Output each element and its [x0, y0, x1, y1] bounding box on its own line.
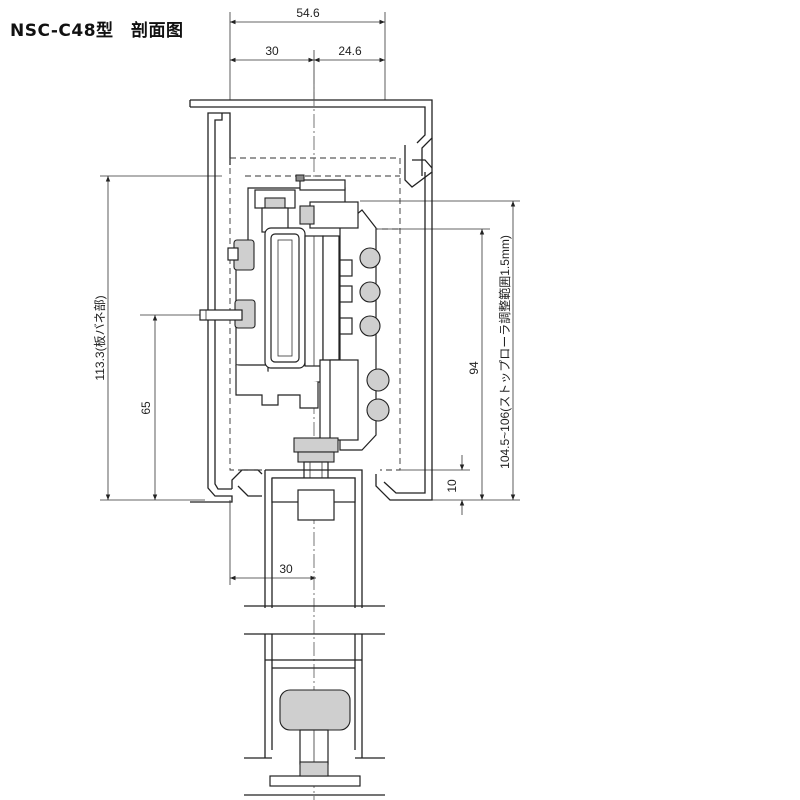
dim-94: 94 [467, 361, 481, 375]
dim-bottom-30: 30 [279, 562, 293, 576]
door-lower [244, 634, 385, 796]
right-dimensions: 104.5~106(ストップローラ調整範囲1.5mm) 94 10 [360, 200, 520, 515]
dim-10: 10 [445, 479, 459, 493]
dim-top-right: 24.6 [338, 44, 362, 58]
dim-total-height: 113.3(板バネ部) [92, 295, 107, 380]
bottom-dimension: 30 [229, 500, 316, 585]
door-upper [244, 469, 385, 608]
rail-profile [189, 99, 433, 503]
dim-adjust-range: 104.5~106(ストップローラ調整範囲1.5mm) [497, 235, 512, 469]
drawing-title: NSC-C48型 剖面图 [10, 21, 184, 41]
top-dimensions: 54.6 30 24.6 [229, 6, 386, 100]
dim-top-left: 30 [265, 44, 279, 58]
dim-overall-width: 54.6 [296, 6, 320, 20]
dim-inner-height: 65 [139, 401, 153, 415]
hanger-mechanism [199, 174, 390, 520]
left-dimensions: 113.3(板バネ部) 65 [92, 175, 222, 501]
